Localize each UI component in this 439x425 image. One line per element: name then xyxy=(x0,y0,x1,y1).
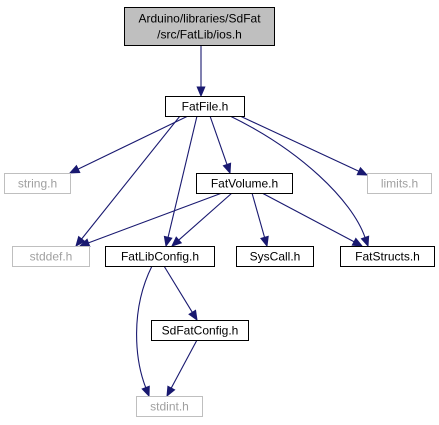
arrowhead xyxy=(171,236,183,247)
node-string: string.h xyxy=(4,173,71,194)
edge-line xyxy=(167,115,198,238)
node-sdfatconfig[interactable]: SdFatConfig.h xyxy=(151,320,249,341)
edge-fatfile-to-stddef xyxy=(75,115,181,248)
node-syscall[interactable]: SysCall.h xyxy=(236,246,314,267)
edge-line xyxy=(229,115,366,238)
node-label: SdFatConfig.h xyxy=(162,324,239,338)
node-label: /src/FatLib/ios.h xyxy=(157,28,242,42)
node-label: stddef.h xyxy=(30,250,73,264)
edge-line xyxy=(163,265,193,313)
node-label: SysCall.h xyxy=(250,250,301,264)
arrowhead xyxy=(163,235,173,248)
arrowhead xyxy=(196,86,206,98)
node-box xyxy=(340,246,435,267)
node-label: FatLibConfig.h xyxy=(121,250,199,264)
edge-fatfile-to-limits xyxy=(239,115,369,176)
node-box xyxy=(151,320,249,341)
node-stdint: stdint.h xyxy=(136,396,203,417)
arrowhead xyxy=(260,235,269,248)
node-label: limits.h xyxy=(381,177,418,191)
edge-ios-to-fatfile xyxy=(196,45,206,98)
edge-line xyxy=(81,115,181,240)
node-stddef: stddef.h xyxy=(12,246,90,267)
edge-line xyxy=(209,115,228,165)
node-box xyxy=(4,173,71,194)
node-box xyxy=(165,96,245,117)
arrowhead xyxy=(356,166,369,176)
edge-line xyxy=(251,192,266,238)
arrowhead xyxy=(222,162,232,175)
arrowhead xyxy=(351,237,364,247)
edge-line xyxy=(170,339,198,389)
arrowhead xyxy=(141,385,150,398)
node-limits: limits.h xyxy=(367,173,432,194)
node-box xyxy=(105,246,215,267)
nodes-layer: Arduino/libraries/SdFat/src/FatLib/ios.h… xyxy=(4,7,435,417)
node-fatlibconfig[interactable]: FatLibConfig.h xyxy=(105,246,215,267)
node-box xyxy=(136,396,203,417)
node-box xyxy=(196,173,293,194)
node-box xyxy=(12,246,90,267)
edges-layer xyxy=(68,45,370,398)
arrowhead xyxy=(360,235,370,248)
node-box xyxy=(124,7,275,46)
edge-line xyxy=(77,115,189,170)
edge-fatfile-to-string xyxy=(68,115,189,174)
node-label: Arduino/libraries/SdFat xyxy=(138,12,261,26)
node-label: stdint.h xyxy=(150,400,189,414)
arrowhead xyxy=(68,164,81,174)
edge-sdfatconfig-to-stdint xyxy=(166,339,198,398)
edge-line xyxy=(178,192,233,241)
node-label: FatFile.h xyxy=(182,100,229,114)
edge-line xyxy=(136,265,153,388)
node-ios[interactable]: Arduino/libraries/SdFat/src/FatLib/ios.h xyxy=(124,7,275,46)
edge-fatfile-to-fatvolume xyxy=(209,115,232,175)
node-fatfile[interactable]: FatFile.h xyxy=(165,96,245,117)
edge-fatvolume-to-fatstructs xyxy=(261,192,364,247)
arrowhead xyxy=(75,235,86,248)
edge-fatfile-to-fatstructs xyxy=(229,115,370,248)
edge-line xyxy=(88,192,223,244)
edge-fatlibconfig-to-stdint xyxy=(136,265,153,398)
edge-line xyxy=(261,192,355,243)
node-label: FatVolume.h xyxy=(211,177,278,191)
edge-fatfile-to-fatlibconfig xyxy=(163,115,198,248)
edge-line xyxy=(239,115,360,172)
arrowhead xyxy=(188,309,198,322)
node-box xyxy=(367,173,432,194)
edge-fatvolume-to-stddef xyxy=(78,192,223,247)
node-fatstructs[interactable]: FatStructs.h xyxy=(340,246,435,267)
arrowhead xyxy=(166,385,176,398)
node-fatvolume[interactable]: FatVolume.h xyxy=(196,173,293,194)
node-box xyxy=(236,246,314,267)
edge-fatlibconfig-to-sdfatconfig xyxy=(163,265,198,322)
edge-fatvolume-to-syscall xyxy=(251,192,269,248)
node-label: string.h xyxy=(18,177,57,191)
node-label: FatStructs.h xyxy=(355,250,420,264)
edge-fatvolume-to-fatlibconfig xyxy=(171,192,233,247)
